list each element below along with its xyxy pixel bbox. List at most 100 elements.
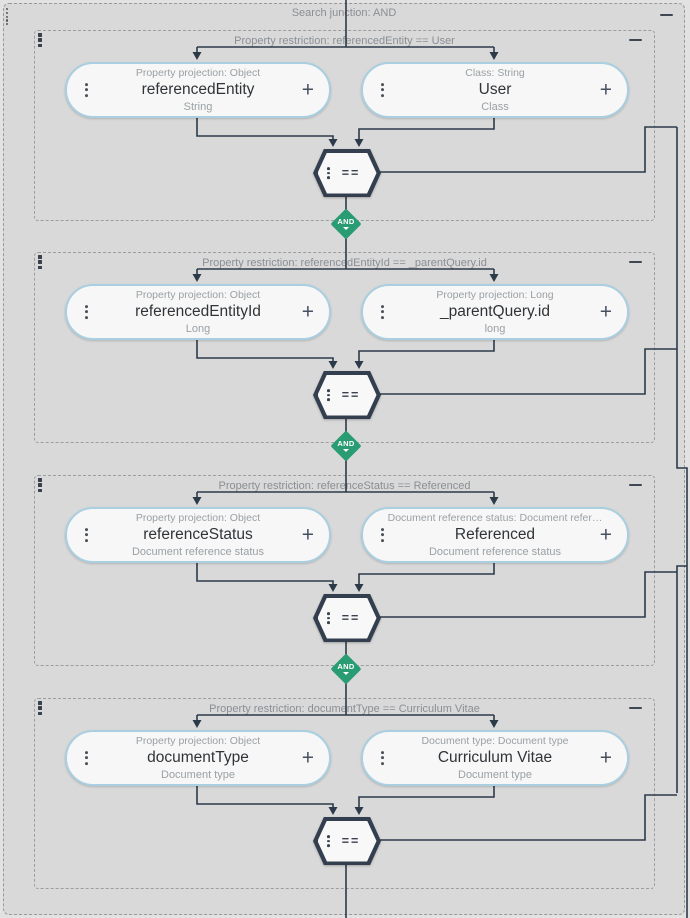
property-restriction-group[interactable]: Property restriction: referencedEntity =…	[34, 30, 655, 221]
node-value-label: Referenced	[454, 526, 536, 543]
diamond-label-wrap: AND	[330, 208, 362, 240]
diamond-label-wrap: AND	[330, 653, 362, 685]
chevron-down-icon	[343, 449, 349, 452]
drag-handle-icon[interactable]	[38, 701, 42, 716]
collapse-button[interactable]	[625, 257, 646, 267]
minus-icon	[629, 707, 642, 710]
add-button[interactable]: +	[301, 746, 314, 770]
node-subtype-label: String	[183, 100, 213, 113]
add-button[interactable]: +	[599, 746, 612, 770]
node-text: Document type: Document type Curriculum …	[421, 735, 568, 782]
drag-handle-icon[interactable]	[38, 255, 42, 270]
drag-handle-icon[interactable]	[6, 8, 9, 26]
minus-icon	[629, 484, 642, 487]
collapse-button[interactable]	[625, 480, 646, 490]
right-operand-node[interactable]: Class: String User Class +	[361, 62, 629, 118]
node-type-label: Property projection: Long	[436, 288, 554, 301]
left-operand-node[interactable]: Property projection: Object documentType…	[65, 730, 331, 786]
operator-label: ==	[341, 388, 361, 402]
minus-icon	[629, 261, 642, 264]
property-restriction-group[interactable]: Property restriction: referenceStatus ==…	[34, 475, 655, 666]
diamond-label-wrap: AND	[330, 430, 362, 462]
node-value-label: User	[478, 81, 512, 98]
node-text: Property projection: Object documentType…	[136, 735, 260, 782]
collapse-button[interactable]	[625, 703, 646, 713]
chevron-down-icon	[343, 227, 349, 230]
node-type-label: Class: String	[465, 66, 525, 79]
node-type-label: Property projection: Object	[135, 511, 261, 524]
node-type-label: Property projection: Object	[135, 288, 261, 301]
drag-handle-icon[interactable]	[85, 83, 88, 97]
node-text: Property projection: Object referenceSta…	[132, 512, 264, 559]
drag-handle-icon[interactable]	[381, 83, 384, 97]
group-title: Property restriction: referencedEntityId…	[202, 257, 487, 269]
node-value-label: documentType	[147, 749, 249, 766]
node-type-label: Property projection: Object	[135, 734, 261, 747]
minus-icon	[629, 39, 642, 42]
left-operand-node[interactable]: Property projection: Object referenceSta…	[65, 507, 331, 563]
node-subtype-label: Document type	[458, 768, 532, 781]
right-operand-node[interactable]: Document type: Document type Curriculum …	[361, 730, 629, 786]
node-value-label: referenceStatus	[143, 526, 253, 543]
node-type-label: Property projection: Object	[135, 66, 261, 79]
group-title: Property restriction: referenceStatus ==…	[218, 480, 471, 492]
node-text: Property projection: Long _parentQuery.i…	[436, 289, 553, 336]
collapse-button[interactable]	[625, 35, 646, 45]
chevron-down-icon	[343, 672, 349, 675]
drag-handle-icon[interactable]	[85, 751, 88, 765]
group-title: Property restriction: referencedEntity =…	[234, 35, 455, 47]
node-type-label: Document reference status: Document refe…	[387, 511, 603, 524]
right-operand-node[interactable]: Document reference status: Document refe…	[361, 507, 629, 563]
add-button[interactable]: +	[301, 523, 314, 547]
node-text: Class: String User Class	[465, 67, 525, 114]
operator-label: ==	[341, 611, 361, 625]
and-connector-node[interactable]: AND	[330, 208, 362, 240]
add-button[interactable]: +	[599, 523, 612, 547]
equals-operator-node[interactable]: ==	[313, 149, 381, 197]
node-subtype-label: Class	[481, 100, 509, 113]
node-value-label: _parentQuery.id	[439, 303, 550, 320]
connector-label: AND	[337, 439, 355, 448]
drag-handle-icon[interactable]	[381, 751, 384, 765]
node-value-label: referencedEntity	[141, 81, 255, 98]
connector-label: AND	[337, 662, 355, 671]
node-text: Property projection: Object referencedEn…	[135, 289, 261, 336]
node-subtype-label: Document reference status	[428, 545, 562, 558]
drag-handle-icon[interactable]	[381, 305, 384, 319]
equals-operator-node[interactable]: ==	[313, 371, 381, 419]
property-restriction-group[interactable]: Property restriction: referencedEntityId…	[34, 252, 655, 443]
drag-handle-icon[interactable]	[85, 528, 88, 542]
right-operand-node[interactable]: Property projection: Long _parentQuery.i…	[361, 284, 629, 340]
operator-label: ==	[341, 166, 361, 180]
node-value-label: Curriculum Vitae	[437, 749, 553, 766]
add-button[interactable]: +	[599, 300, 612, 324]
node-text: Property projection: Object referencedEn…	[136, 67, 260, 114]
left-operand-node[interactable]: Property projection: Object referencedEn…	[65, 62, 331, 118]
and-connector-node[interactable]: AND	[330, 430, 362, 462]
node-type-label: Document type: Document type	[421, 734, 569, 747]
group-title: Property restriction: documentType == Cu…	[209, 703, 480, 715]
operator-label: ==	[341, 834, 361, 848]
equals-operator-node[interactable]: ==	[313, 594, 381, 642]
property-restriction-group[interactable]: Property restriction: documentType == Cu…	[34, 698, 655, 889]
drag-handle-icon[interactable]	[38, 33, 42, 48]
and-connector-node[interactable]: AND	[330, 653, 362, 685]
drag-handle-icon[interactable]	[85, 305, 88, 319]
left-operand-node[interactable]: Property projection: Object referencedEn…	[65, 284, 331, 340]
add-button[interactable]: +	[599, 78, 612, 102]
drag-handle-icon[interactable]	[38, 478, 42, 493]
node-text: Document reference status: Document refe…	[388, 512, 603, 559]
node-subtype-label: Document type	[161, 768, 235, 781]
minus-icon	[660, 14, 673, 17]
add-button[interactable]: +	[301, 300, 314, 324]
node-value-label: referencedEntityId	[135, 303, 261, 320]
drag-handle-icon[interactable]	[381, 528, 384, 542]
node-subtype-label: long	[484, 322, 506, 335]
node-subtype-label: Document reference status	[131, 545, 265, 558]
equals-operator-node[interactable]: ==	[313, 817, 381, 865]
collapse-button[interactable]	[656, 10, 677, 20]
add-button[interactable]: +	[301, 78, 314, 102]
node-subtype-label: Long	[185, 322, 211, 335]
